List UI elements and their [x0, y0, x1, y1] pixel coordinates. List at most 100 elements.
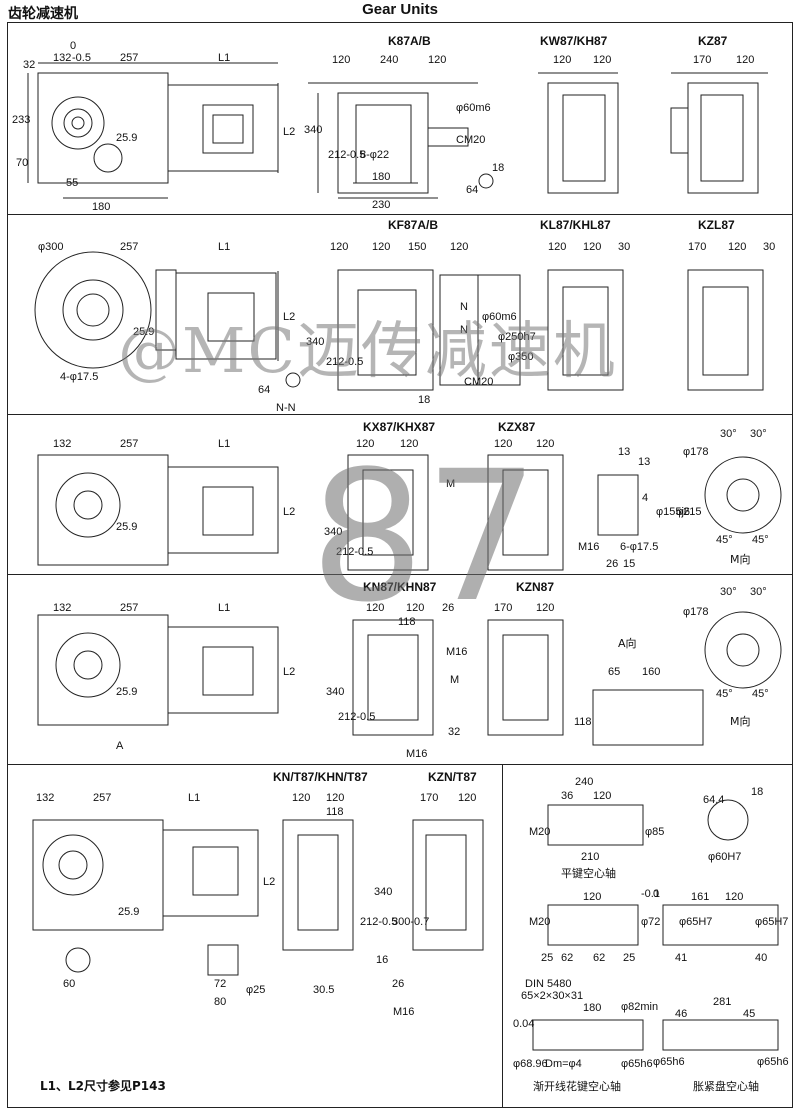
kz87-view [687, 82, 759, 194]
dim-label: 65×2×30×31 [521, 990, 583, 1002]
dim-label: CM20 [456, 134, 485, 146]
dim-label: -0.5 [72, 52, 91, 64]
dim-label: φ85 [645, 826, 664, 838]
dim-label: 240 [380, 54, 398, 66]
dim-label: 257 [93, 792, 111, 804]
dim-label: φ300 [38, 241, 64, 253]
dim-label: A [116, 740, 124, 752]
spline-shaft-2 [662, 904, 779, 946]
dim-label: 120 [458, 792, 476, 804]
model-title: KX87/KHX87 [363, 420, 435, 434]
model-title: KN/T87/KHN/T87 [273, 770, 368, 784]
dim-label: 0 [70, 40, 76, 52]
dim-label: DIN 5480 [525, 978, 571, 990]
panel-knt87: KN/T87/KHN/T87 KZN/T87 132 257 L1 L2 25.… [8, 765, 503, 1107]
dim-label: 32 [23, 59, 35, 71]
kl87-view [547, 269, 624, 391]
knt87-view [282, 819, 354, 951]
dim-label: L1 [218, 52, 230, 64]
dim-label: 6-φ17.5 [620, 541, 658, 553]
dim-label: 26 [442, 602, 454, 614]
panel-knt87-drawing: KN/T87/KHN/T87 KZN/T87 132 257 L1 L2 25.… [32, 770, 484, 1093]
dim-label: 45 [743, 1008, 755, 1020]
dim-label: 120 [494, 438, 512, 450]
panel-knt87-labels: KN/T87/KHN/T87 KZN/T87 132 257 L1 L2 25.… [36, 770, 477, 1093]
panel-k87-labels: 32 132 0 -0.5 257 L1 233 L2 25.9 70 55 1… [12, 34, 754, 213]
dim-label: φ65h6 [621, 1058, 653, 1070]
panel-k87: 32 132 0 -0.5 257 L1 233 L2 25.9 70 55 1… [8, 23, 792, 215]
dim-label: 30° [720, 586, 737, 598]
dim-label: M20 [529, 826, 550, 838]
shaft-section [707, 799, 749, 841]
dim-label: L1 [188, 792, 200, 804]
dim-label: 26 [606, 558, 618, 570]
dim-label: L1 [218, 602, 230, 614]
dim-label: 30° [720, 428, 737, 440]
model-title: K87A/B [388, 34, 431, 48]
dim-label: 8-φ22 [360, 149, 389, 161]
dim-label: 132 [53, 438, 71, 450]
shrink-disc-shaft [662, 1019, 779, 1051]
title-en: Gear Units [362, 1, 438, 18]
dim-label: 212-0.5 [360, 916, 397, 928]
dim-label: 45° [716, 534, 733, 546]
flange-circle [34, 251, 152, 369]
dim-label: 170 [494, 602, 512, 614]
dim-label: φ65h6 [653, 1056, 685, 1068]
model-title: KZX87 [498, 420, 536, 434]
hollow-shafts-labels: 240 36 120 M20 210 φ85 18 64.4 φ60H7 平键空… [513, 776, 789, 1093]
dim-label: 13 [638, 456, 650, 468]
dim-label: 180 [583, 1002, 601, 1014]
dim-label: 118 [398, 616, 416, 628]
dim-label: φ250h7 [498, 331, 536, 343]
dim-label: M16 [406, 748, 427, 760]
torque-arm-eye [65, 947, 91, 973]
dim-label: N [460, 301, 468, 313]
dim-label: 120 [728, 241, 746, 253]
dim-label: N [460, 324, 468, 336]
flange-face [704, 611, 782, 689]
motor-body [162, 829, 259, 917]
dim-label: 30° [750, 586, 767, 598]
dim-label: 340 [324, 526, 342, 538]
shaft-caption: 胀紧盘空心轴 [693, 1079, 759, 1093]
dim-label: M20 [529, 916, 550, 928]
kn87-view [352, 619, 434, 736]
dim-label: 64 [466, 184, 478, 196]
dim-label: 170 [688, 241, 706, 253]
dim-label: 210 [581, 851, 599, 863]
dim-label: 45° [752, 534, 769, 546]
motor-body [167, 84, 279, 172]
kf87-side-view [337, 269, 434, 391]
dim-label: L2 [263, 876, 275, 888]
dim-label: 257 [120, 438, 138, 450]
dim-label: 32 [448, 726, 460, 738]
model-title: KL87/KHL87 [540, 218, 611, 232]
dim-label: L2 [283, 506, 295, 518]
panel-k87-drawing: 32 132 0 -0.5 257 L1 233 L2 25.9 70 55 1… [12, 34, 768, 213]
panel-kf87-drawing: KF87A/B KL87/KHL87 KZL87 φ300 257 L1 L2 … [34, 218, 775, 414]
dim-label: φ72 [641, 916, 660, 928]
panel-kf87-labels: KF87A/B KL87/KHL87 KZL87 φ300 257 L1 L2 … [38, 218, 775, 414]
dim-label: N-N [276, 402, 296, 414]
kzn87-view [487, 619, 564, 736]
involute-spline-shaft [532, 1019, 644, 1051]
gear-housing [37, 614, 169, 726]
dim-label: L2 [283, 311, 295, 323]
motor-body [175, 272, 277, 360]
motor-body [167, 466, 279, 554]
dim-label: 30.5 [313, 984, 334, 996]
dim-label: L2 [283, 126, 295, 138]
dim-label: 40 [755, 952, 767, 964]
dim-label: φ65H7 [679, 916, 712, 928]
dim-label: 212-0.5 [336, 546, 373, 558]
dim-label: CM20 [464, 376, 493, 388]
kw87-view [547, 82, 619, 194]
dim-label: 120 [372, 241, 390, 253]
kzl87-view [687, 269, 764, 391]
dim-label: φ60m6 [456, 102, 491, 114]
kzx87-view [487, 454, 564, 571]
dim-label: φ68.96 [513, 1058, 548, 1070]
dim-label: 4-φ17.5 [60, 371, 98, 383]
gear-housing [37, 454, 169, 566]
